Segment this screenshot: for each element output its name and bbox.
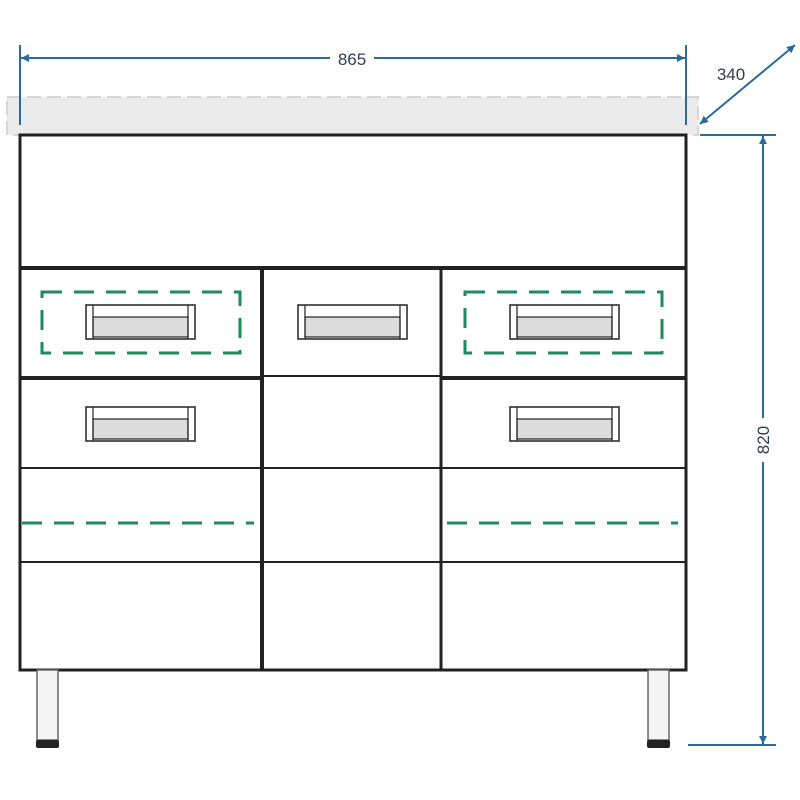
drawer-handle (85, 304, 196, 340)
height-dimension (688, 134, 776, 746)
width-dimension (19, 45, 687, 125)
drawer-handle (509, 304, 620, 340)
leg-right (647, 669, 670, 748)
width-label: 865 (338, 50, 366, 69)
countertop (6, 96, 699, 136)
drawer-handle (509, 406, 620, 442)
leg-left (36, 669, 59, 748)
height-label: 820 (754, 426, 773, 454)
cabinet-body (18, 133, 688, 672)
drawer-handle (297, 304, 408, 340)
hidden-edges (22, 290, 678, 525)
drawer-handle (85, 406, 196, 442)
depth-dimension (699, 44, 796, 125)
depth-label: 340 (717, 65, 745, 84)
